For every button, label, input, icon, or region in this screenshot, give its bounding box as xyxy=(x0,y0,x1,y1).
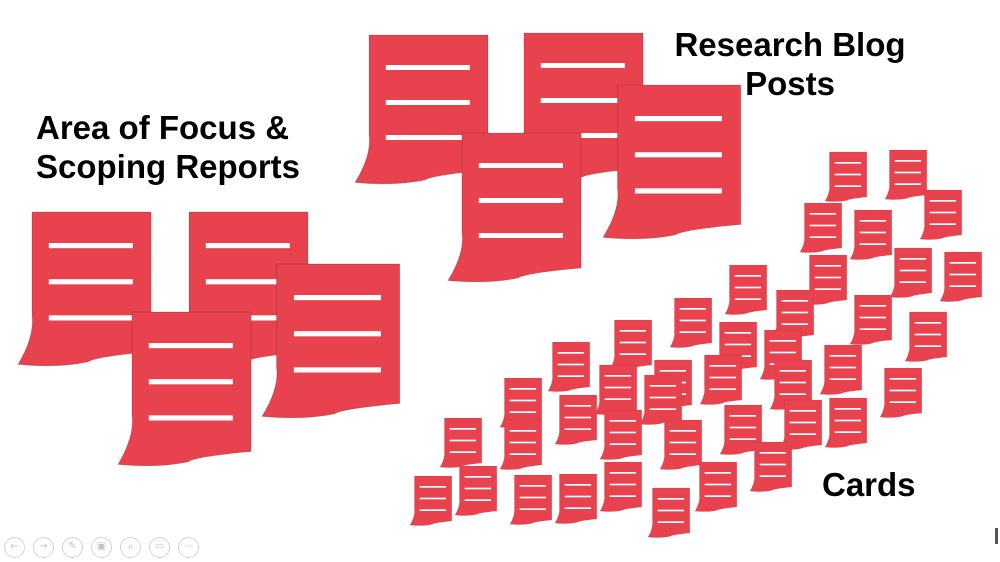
area-of-focus-label: Area of Focus & Scoping Reports xyxy=(36,109,301,185)
corner-mark xyxy=(995,528,998,544)
card-document-icon xyxy=(554,473,597,524)
card-document-icon xyxy=(824,397,867,448)
research-post-document-icon xyxy=(602,84,742,240)
zoom-button[interactable]: ⌕ xyxy=(120,536,141,558)
card-document-icon xyxy=(547,341,590,392)
card-document-icon xyxy=(749,441,792,492)
card-document-icon xyxy=(659,419,702,470)
card-document-icon xyxy=(724,264,767,315)
area-report-document-icon xyxy=(17,211,152,367)
pen-tool-button[interactable]: ✎ xyxy=(62,536,83,558)
card-document-icon xyxy=(599,461,642,512)
card-document-icon xyxy=(904,311,947,362)
card-document-icon xyxy=(594,364,637,415)
cards-label: Cards xyxy=(822,466,916,503)
card-document-icon xyxy=(939,251,982,302)
card-document-icon xyxy=(647,487,690,538)
research-post-document-icon xyxy=(354,34,489,185)
card-document-icon xyxy=(849,209,892,260)
card-document-icon xyxy=(849,294,892,345)
card-document-icon xyxy=(889,247,932,298)
slideshow-toolbar: ← → ✎ ▣ ⌕ ▭ ⋯ xyxy=(4,536,199,558)
card-document-icon xyxy=(771,289,814,340)
research-blog-posts-label: Research Blog Posts xyxy=(674,26,906,102)
card-document-icon xyxy=(884,149,927,200)
card-document-icon xyxy=(699,354,742,405)
card-document-icon xyxy=(509,474,552,525)
card-document-icon xyxy=(779,399,822,450)
area-report-document-icon xyxy=(117,311,252,467)
card-document-icon xyxy=(879,367,922,418)
card-document-icon xyxy=(719,404,762,455)
card-document-icon xyxy=(499,419,542,470)
card-document-icon xyxy=(554,394,597,445)
card-document-icon xyxy=(409,475,452,526)
card-document-icon xyxy=(454,465,497,516)
card-document-icon xyxy=(639,374,682,425)
card-document-icon xyxy=(804,254,847,305)
more-options-button[interactable]: ⋯ xyxy=(178,536,199,558)
card-document-icon xyxy=(799,202,842,253)
card-document-icon xyxy=(824,151,867,202)
card-document-icon xyxy=(669,297,712,348)
research-post-document-icon xyxy=(447,132,582,283)
subtitles-button[interactable]: ▭ xyxy=(149,536,170,558)
card-document-icon xyxy=(439,417,482,468)
see-all-slides-button[interactable]: ▣ xyxy=(91,536,112,558)
card-document-icon xyxy=(694,461,737,512)
area-report-document-icon xyxy=(261,263,401,419)
card-document-icon xyxy=(609,319,652,370)
previous-slide-button[interactable]: ← xyxy=(4,536,25,558)
card-document-icon xyxy=(599,409,642,460)
card-document-icon xyxy=(819,344,862,395)
next-slide-button[interactable]: → xyxy=(33,536,54,558)
card-document-icon xyxy=(919,189,962,240)
